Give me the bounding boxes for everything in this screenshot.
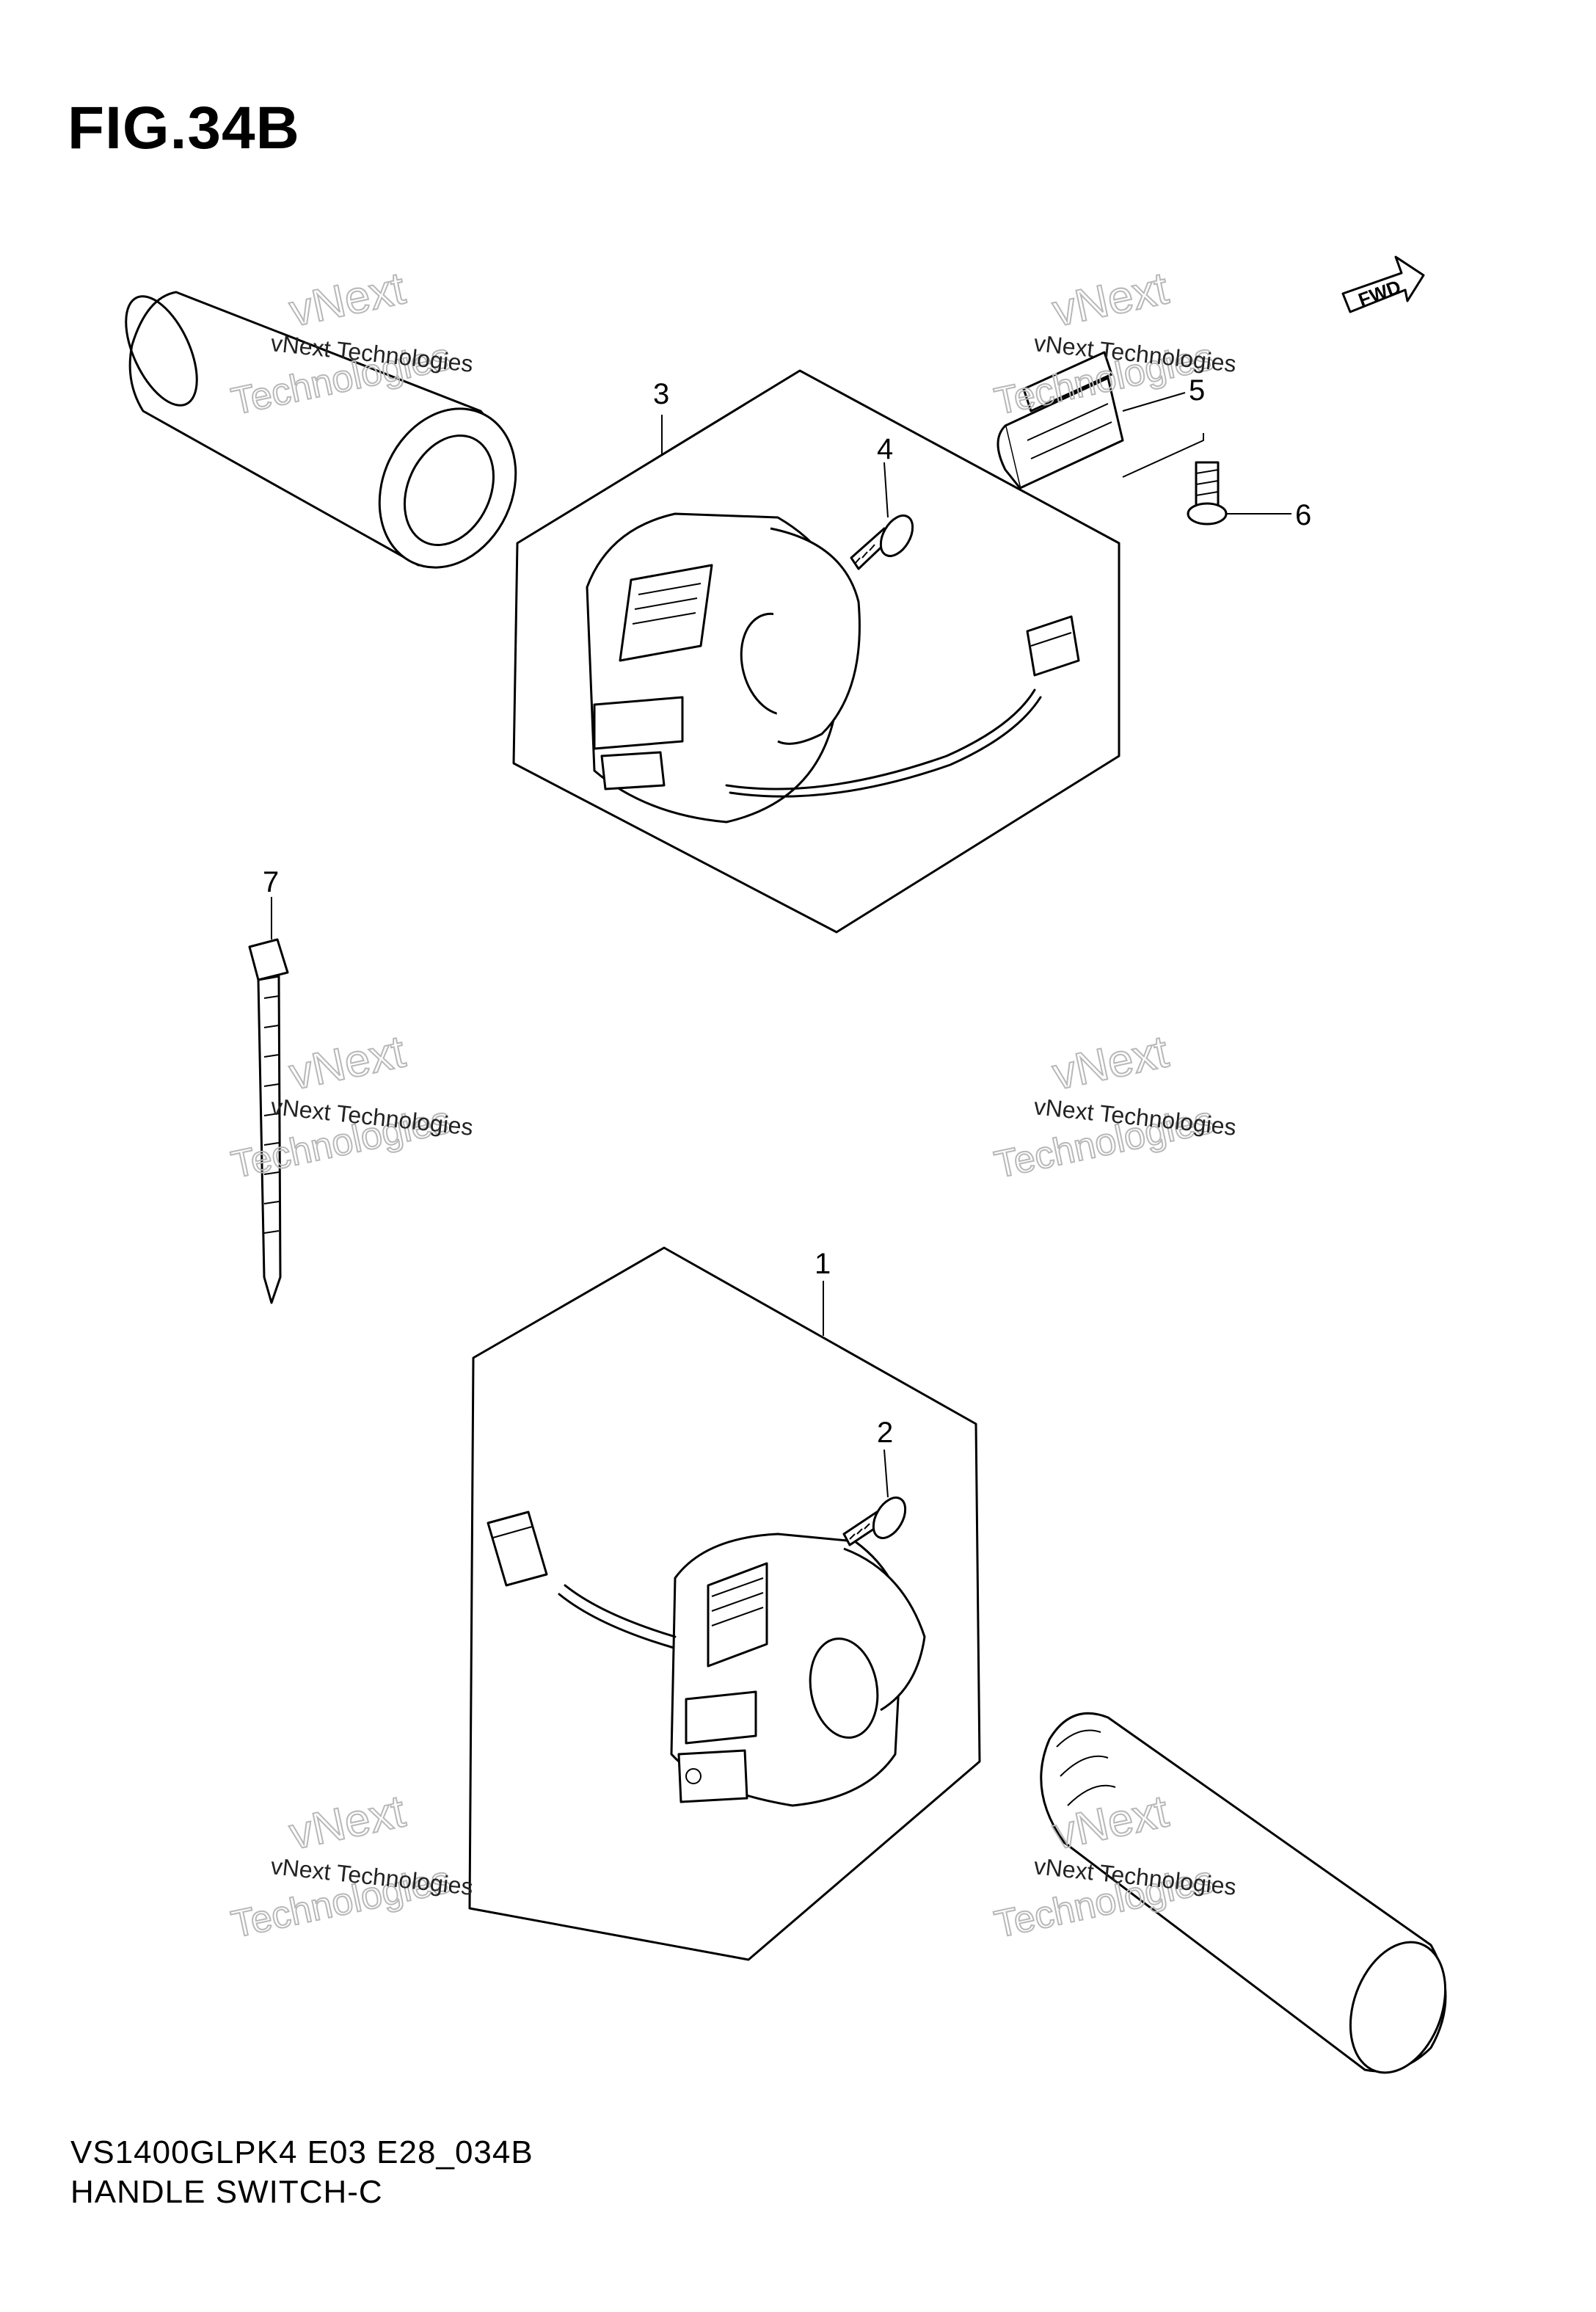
forward-direction-arrow-icon: FWD bbox=[1341, 255, 1425, 313]
svg-text:vNext: vNext bbox=[285, 1026, 409, 1099]
svg-text:vNext: vNext bbox=[285, 263, 409, 336]
callout-1: 1 bbox=[815, 1248, 831, 1280]
right-grip bbox=[1040, 1712, 1447, 2074]
kit-outline-3 bbox=[512, 369, 1121, 934]
callout-3: 3 bbox=[653, 378, 669, 410]
screw-part-4 bbox=[850, 462, 914, 570]
bolt-part-6 bbox=[1187, 461, 1291, 526]
svg-text:vNext: vNext bbox=[285, 1786, 409, 1859]
connector-part-5 bbox=[996, 351, 1204, 490]
left-switch-housing bbox=[487, 1511, 926, 1807]
screw-part-2 bbox=[842, 1449, 907, 1546]
kit-outline-1 bbox=[468, 1246, 981, 1961]
right-switch-housing bbox=[586, 512, 1080, 824]
callout-2: 2 bbox=[877, 1417, 893, 1449]
callout-7: 7 bbox=[263, 866, 279, 898]
watermark-bottom-left: vNext Technologies vNext Technologies bbox=[227, 1785, 474, 1946]
watermark-mid-right: vNext Technologies vNext Technologies bbox=[990, 1025, 1237, 1187]
left-grip bbox=[125, 291, 517, 569]
fwd-label: FWD bbox=[1355, 275, 1404, 310]
callout-4: 4 bbox=[877, 433, 893, 465]
cable-tie-part-7 bbox=[248, 897, 289, 1304]
callout-6: 6 bbox=[1295, 499, 1311, 531]
section-name: HANDLE SWITCH-C bbox=[70, 2174, 383, 2210]
svg-text:vNext: vNext bbox=[1049, 263, 1173, 336]
svg-text:vNext: vNext bbox=[1049, 1026, 1173, 1099]
figure-title: FIG.34B bbox=[68, 95, 300, 161]
callout-5: 5 bbox=[1189, 374, 1205, 407]
model-code: VS1400GLPK4 E03 E28_034B bbox=[70, 2134, 533, 2170]
